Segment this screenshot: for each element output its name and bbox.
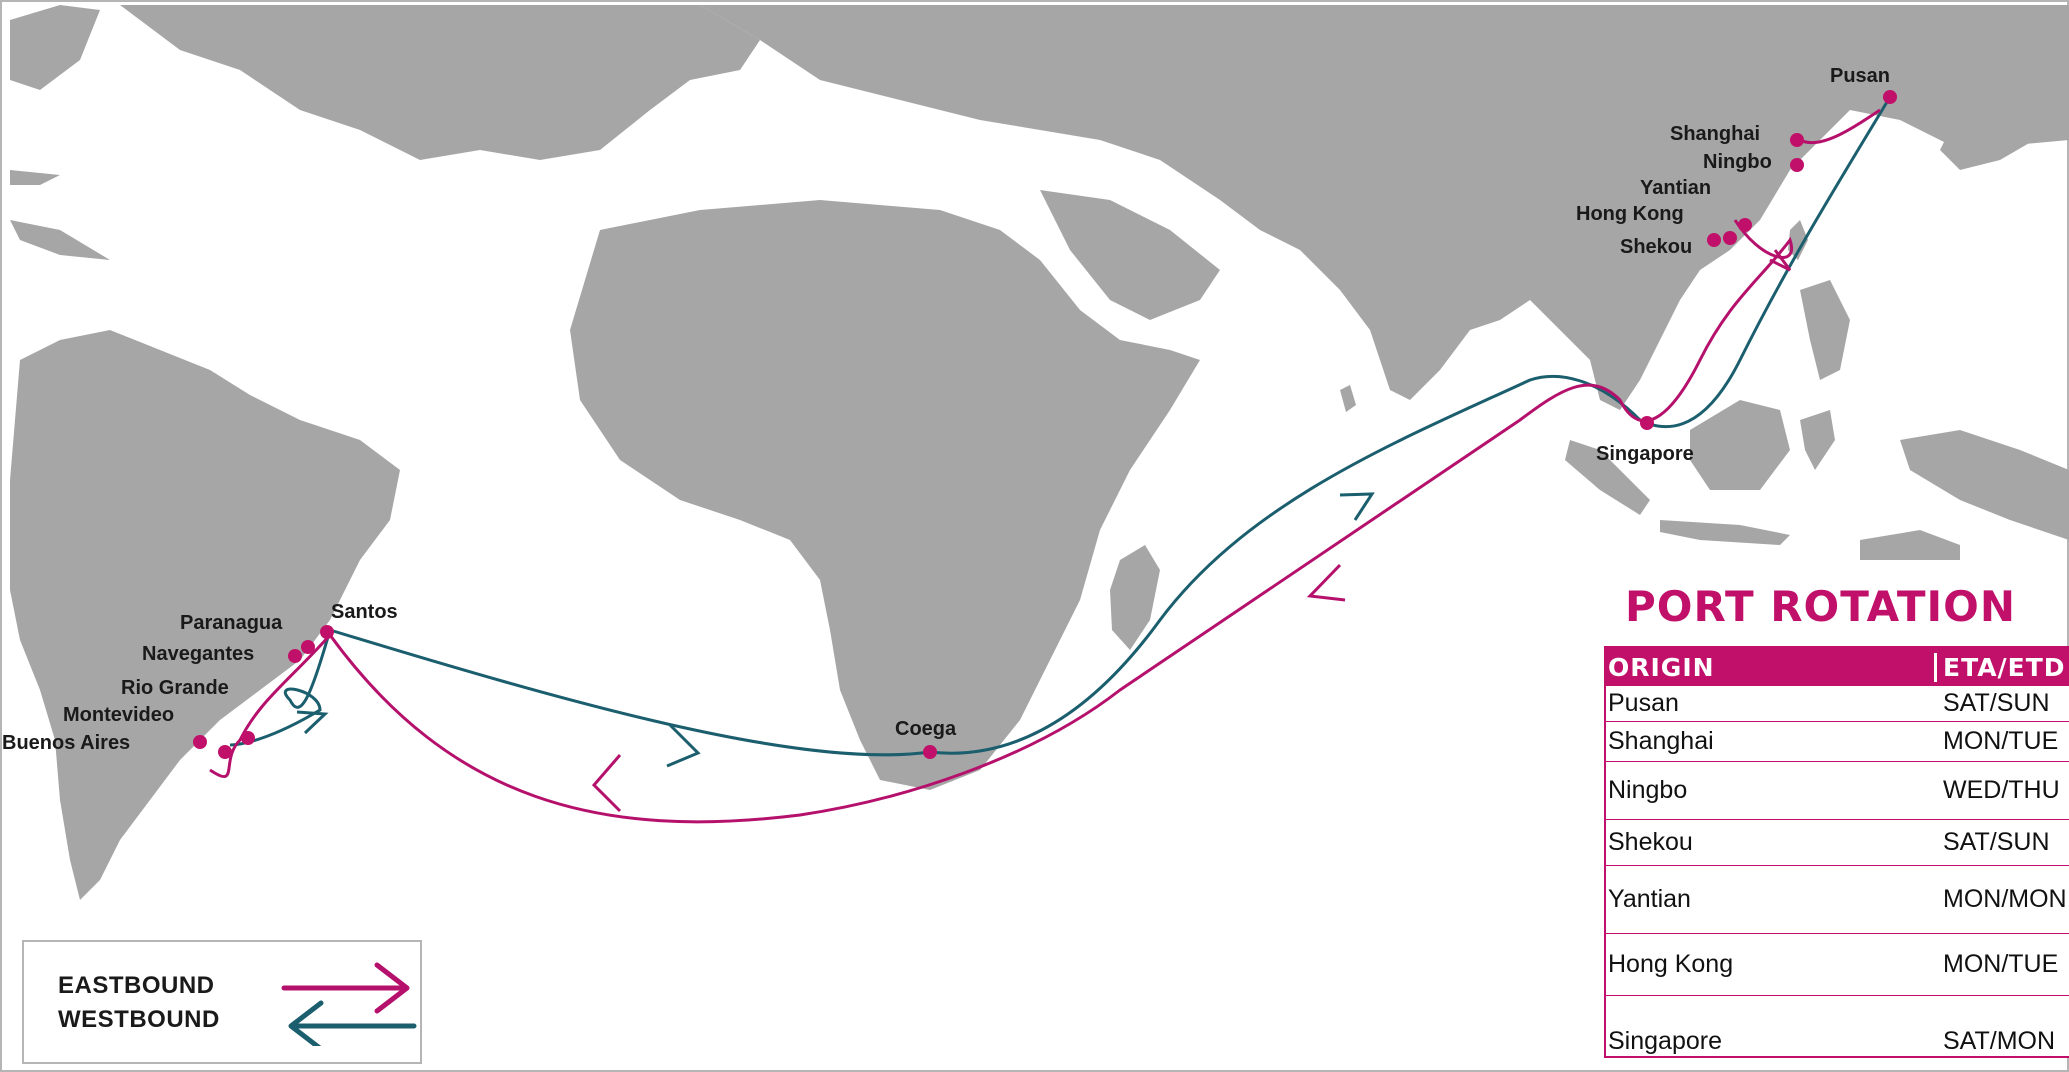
- port-label-yantian: Yantian: [1640, 177, 1711, 199]
- port-label-coega: Coega: [895, 718, 957, 740]
- land-westindies: [10, 170, 60, 185]
- port-label-buenosaires: Buenos Aires: [2, 732, 130, 754]
- land-philippines: [1800, 280, 1850, 380]
- route-legend: EASTBOUND WESTBOUND: [22, 940, 422, 1064]
- port-rotation-table: ORIGIN ETA/ETD Pusan SAT/SUN Shanghai MO…: [1604, 646, 2069, 1058]
- port-label-hongkong: Hong Kong: [1576, 203, 1684, 225]
- land-northwest: [10, 5, 100, 90]
- port-label-santos: Santos: [331, 601, 398, 623]
- table-row: Yantian MON/MON: [1606, 866, 2069, 934]
- land-srilanka: [1340, 385, 1356, 412]
- land-madagascar: [1110, 545, 1160, 650]
- row-origin: Singapore: [1608, 1027, 1722, 1055]
- westbound-arrow-3: [296, 710, 329, 735]
- legend-eastbound-label: EASTBOUND: [58, 972, 215, 999]
- land-south-america: [10, 330, 400, 900]
- port-label-paranagua: Paranagua: [180, 612, 283, 634]
- port-dot-navegantes: [288, 649, 302, 663]
- port-markers: [193, 90, 1897, 759]
- port-label-shanghai: Shanghai: [1670, 123, 1760, 145]
- land-australia-north: [1860, 530, 1960, 560]
- row-origin: Yantian: [1608, 885, 1691, 913]
- land-africa: [570, 200, 1200, 790]
- header-origin: ORIGIN: [1608, 652, 1715, 682]
- port-dot-paranagua: [301, 640, 315, 654]
- port-dot-montevideo: [218, 745, 232, 759]
- row-origin: Shanghai: [1608, 727, 1714, 755]
- land-borneo: [1690, 400, 1790, 490]
- table-row: Shanghai MON/TUE: [1606, 722, 2069, 762]
- row-eta-etd: SAT/SUN: [1943, 689, 2050, 717]
- row-eta-etd: SAT/MON: [1943, 1027, 2056, 1055]
- westbound-path-south: [229, 629, 332, 747]
- port-rotation-title: PORT ROTATION: [1625, 582, 2017, 631]
- eastbound-arrow-icon: [281, 962, 410, 1014]
- land-arabia: [1040, 190, 1220, 320]
- westbound-arrow-icon: [288, 1000, 417, 1046]
- westbound-arrow-2: [666, 723, 701, 768]
- port-label-shekou: Shekou: [1620, 236, 1692, 258]
- eastbound-asia-loop: [1799, 108, 1881, 145]
- port-label-navegantes: Navegantes: [142, 643, 254, 665]
- land-sumatra: [1565, 440, 1650, 515]
- table-header: ORIGIN ETA/ETD: [1606, 648, 2069, 686]
- port-label-singapore: Singapore: [1596, 443, 1694, 465]
- row-eta-etd: MON/TUE: [1943, 727, 2059, 755]
- eastbound-arrow-1: [1306, 563, 1346, 602]
- westbound-arrow-1: [1339, 492, 1375, 521]
- port-dot-santos: [320, 625, 334, 639]
- row-eta-etd: MON/MON: [1943, 885, 2067, 913]
- row-origin: Ningbo: [1608, 776, 1688, 804]
- port-dot-buenosaires: [193, 735, 207, 749]
- port-dot-ningbo: [1790, 158, 1804, 172]
- port-dot-singapore: [1640, 416, 1654, 430]
- row-eta-etd: WED/THU: [1943, 776, 2060, 804]
- table-row: Pusan SAT/SUN: [1606, 686, 2069, 722]
- row-origin: Shekou: [1608, 828, 1693, 856]
- port-dot-shanghai: [1790, 133, 1804, 147]
- eastbound-arrow-2: [591, 754, 622, 813]
- port-dot-yantian: [1738, 218, 1752, 232]
- row-eta-etd: MON/TUE: [1943, 950, 2059, 978]
- legend-westbound-label: WESTBOUND: [58, 1006, 220, 1033]
- westbound-route: [229, 96, 1892, 768]
- port-dot-shekou: [1707, 233, 1721, 247]
- land-caribbean: [10, 220, 110, 260]
- land-newguinea: [1900, 430, 2069, 540]
- eastbound-path-main: [328, 219, 1794, 824]
- port-dot-hongkong: [1723, 231, 1737, 245]
- header-eta-etd: ETA/ETD: [1934, 652, 2069, 682]
- land-java: [1660, 520, 1790, 545]
- westbound-path-main: [329, 96, 1892, 757]
- eastbound-path-south: [209, 634, 332, 778]
- table-row: Singapore SAT/MON: [1606, 996, 2069, 1056]
- eastbound-route: [209, 108, 1881, 824]
- eastbound-arrow-3: [1769, 249, 1792, 272]
- port-dot-coega: [923, 745, 937, 759]
- port-label-montevideo: Montevideo: [63, 704, 174, 726]
- land-masses: [10, 5, 2069, 900]
- row-eta-etd: SAT/SUN: [1943, 828, 2050, 856]
- port-labels: Pusan Shanghai Ningbo Yantian Hong Kong …: [2, 65, 1890, 754]
- port-dot-riogrande: [241, 731, 255, 745]
- table-row: Shekou SAT/SUN: [1606, 820, 2069, 866]
- row-origin: Hong Kong: [1608, 950, 1734, 978]
- table-row: Hong Kong MON/TUE: [1606, 934, 2069, 996]
- land-asia: [700, 5, 2069, 410]
- port-label-riogrande: Rio Grande: [121, 677, 229, 699]
- land-sulawesi: [1800, 410, 1835, 470]
- row-origin: Pusan: [1608, 689, 1679, 717]
- land-japan: [1940, 60, 2069, 170]
- land-europe: [120, 5, 760, 160]
- legend-arrows: [281, 962, 417, 1046]
- port-label-ningbo: Ningbo: [1703, 151, 1772, 173]
- port-label-pusan: Pusan: [1830, 65, 1890, 87]
- table-row: Ningbo WED/THU: [1606, 762, 2069, 820]
- port-dot-pusan: [1883, 90, 1897, 104]
